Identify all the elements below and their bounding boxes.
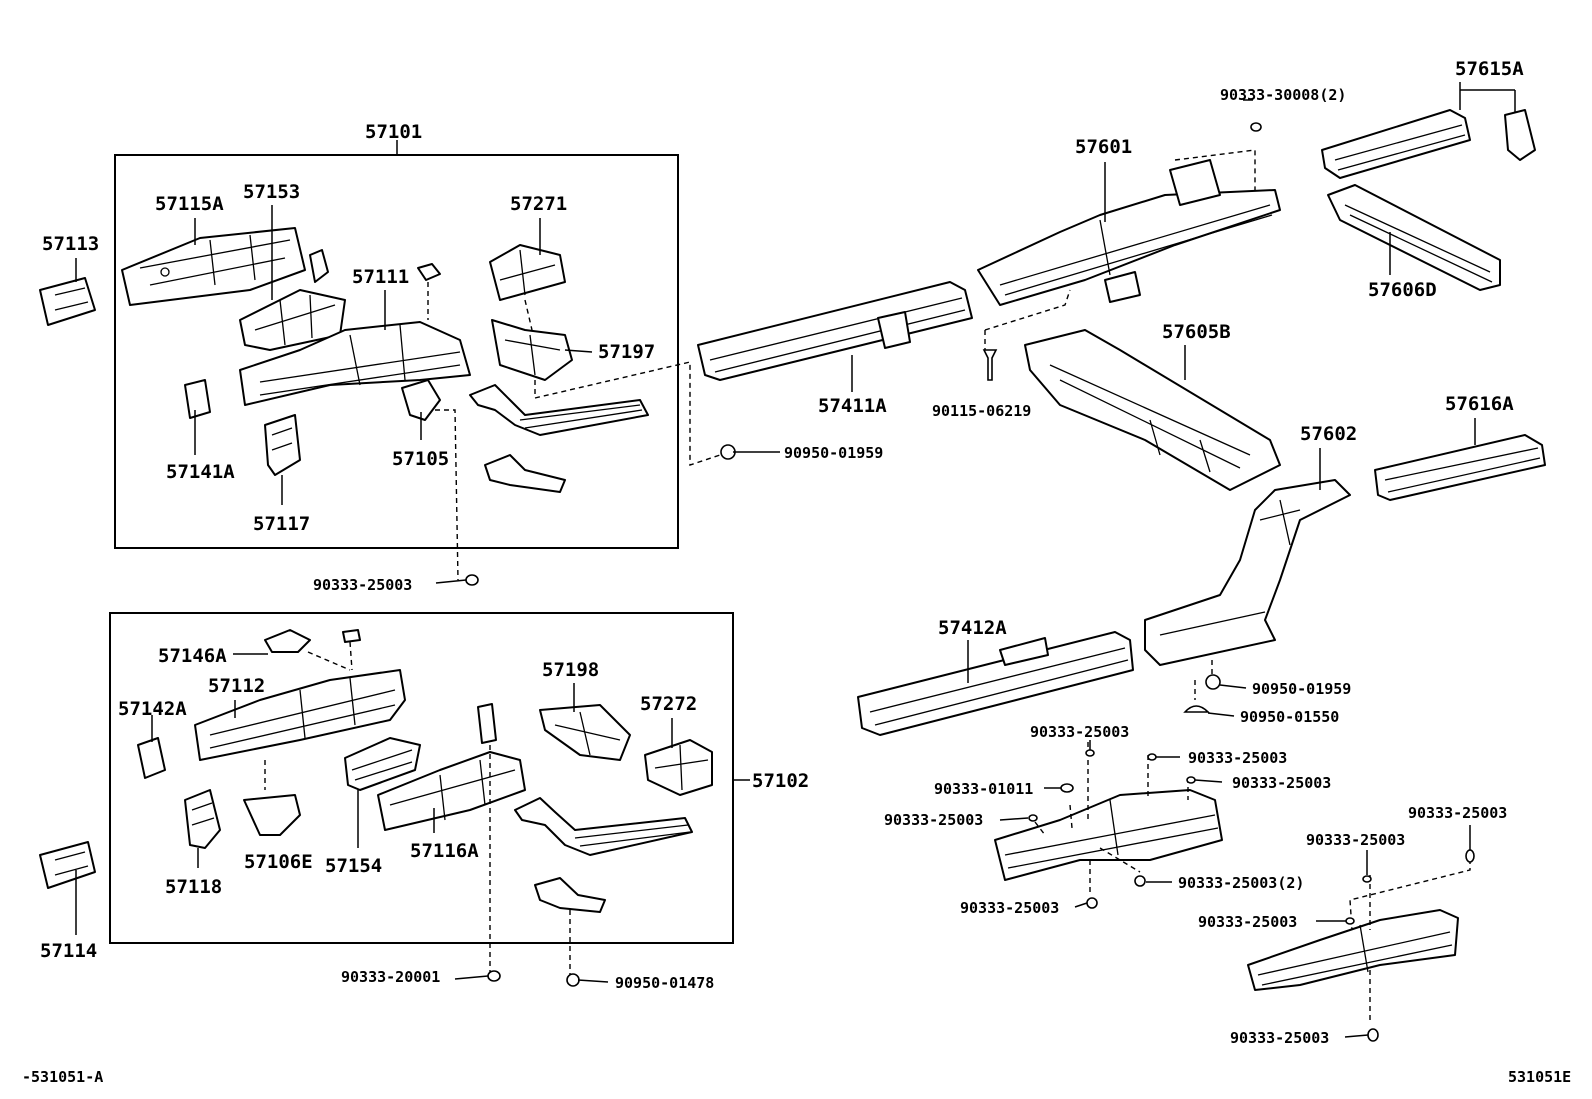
fastener-label-90333-01011: 90333-01011 (934, 780, 1033, 798)
part-57616A-drawing (1374, 434, 1546, 501)
part-label-57106E: 57106E (244, 851, 313, 873)
part-57105-drawing (401, 379, 441, 421)
part-57197-drawing (491, 319, 573, 381)
part-57615A-drawing (1321, 109, 1536, 179)
part-57118-drawing (184, 789, 221, 849)
part-label-57615A: 57615A (1455, 58, 1524, 80)
fastener-label-90333-20001: 90333-20001 (341, 968, 440, 986)
part-57116A-drawing (377, 703, 526, 831)
part-label-57113: 57113 (42, 233, 99, 255)
fastener-label-90333-25003-j: 90333-25003 (1230, 1029, 1329, 1047)
fastener-label-90333-25003-e: 90333-25003 (884, 811, 983, 829)
part-57146A-drawing (264, 629, 361, 653)
part-57106E-drawing (243, 794, 301, 836)
fastener-label-90950-01550: 90950-01550 (1240, 708, 1339, 726)
part-label-57616A: 57616A (1445, 393, 1514, 415)
fastener-label-90333-25003-g: 90333-25003 (1408, 804, 1507, 822)
part-57142A-drawing (137, 737, 166, 779)
part-label-57115A: 57115A (155, 193, 224, 215)
footer-code-left: -531051-A (22, 1068, 103, 1086)
assembly-label-57102: 57102 (752, 770, 809, 792)
part-57605B-drawing (1024, 329, 1281, 491)
assembly-frame-57102 (109, 612, 734, 944)
part-label-57606D: 57606D (1368, 279, 1437, 301)
part-rear-member-far (1247, 909, 1459, 991)
fastener-label-90333-25003-i: 90333-25003 (1198, 913, 1297, 931)
fastener-label-90950-01478: 90950-01478 (615, 974, 714, 992)
part-57606D-drawing (1327, 184, 1501, 291)
part-label-57116A: 57116A (410, 840, 479, 862)
fastener-label-90333-25003-a: 90333-25003 (313, 576, 412, 594)
footer-code-right: 531051E (1508, 1068, 1571, 1086)
part-label-57141A: 57141A (166, 461, 235, 483)
part-57154-drawing (344, 737, 421, 791)
part-label-57112: 57112 (208, 675, 265, 697)
part-label-57602: 57602 (1300, 423, 1357, 445)
part-57198-drawing (539, 704, 631, 761)
fastener-label-90333-25003-b: 90333-25003 (1030, 723, 1129, 741)
part-57272-drawing (644, 739, 713, 796)
part-label-57198: 57198 (542, 659, 599, 681)
part-57112-drawing (194, 669, 406, 761)
part-label-57146A: 57146A (158, 645, 227, 667)
fastener-label-90950-01959-a: 90950-01959 (784, 444, 883, 462)
part-floor-rail-right (514, 797, 693, 913)
part-label-57411A: 57411A (818, 395, 887, 417)
part-57141A-drawing (184, 379, 211, 419)
part-57601-drawing (977, 159, 1281, 306)
fastener-label-90333-25003-2: 90333-25003(2) (1178, 874, 1304, 892)
part-label-57142A: 57142A (118, 698, 187, 720)
part-label-57271: 57271 (510, 193, 567, 215)
fastener-label-90115-06219: 90115-06219 (932, 402, 1031, 420)
part-label-57412A: 57412A (938, 617, 1007, 639)
part-label-57105: 57105 (392, 448, 449, 470)
part-label-57153: 57153 (243, 181, 300, 203)
part-57411A-drawing (697, 281, 973, 381)
fastener-label-90333-30008: 90333-30008(2) (1220, 86, 1346, 104)
part-floor-rail-left (469, 384, 649, 493)
part-label-57605B: 57605B (1162, 321, 1231, 343)
part-57271-drawing (489, 244, 566, 301)
fastener-symbols (465, 122, 1475, 1042)
part-label-57118: 57118 (165, 876, 222, 898)
part-57111-drawing (239, 263, 471, 406)
part-57117-drawing (264, 414, 301, 476)
fastener-label-90950-01959-b: 90950-01959 (1252, 680, 1351, 698)
part-57412A-drawing (857, 631, 1134, 736)
part-bracket-small-a (309, 249, 329, 283)
part-label-57272: 57272 (640, 693, 697, 715)
fastener-label-90333-25003-h: 90333-25003 (1306, 831, 1405, 849)
part-label-57197: 57197 (598, 341, 655, 363)
fastener-label-90333-25003-d: 90333-25003 (1232, 774, 1331, 792)
fastener-label-90333-25003-c: 90333-25003 (1188, 749, 1287, 767)
assembly-label-57101: 57101 (365, 121, 422, 143)
fastener-label-90333-25003-f: 90333-25003 (960, 899, 1059, 917)
part-label-57114: 57114 (40, 940, 97, 962)
part-57114-drawing (39, 841, 96, 889)
part-57115A-drawing (121, 227, 306, 306)
leader-lines (75, 82, 1516, 1038)
part-57602-drawing (1144, 479, 1351, 666)
part-label-57117: 57117 (253, 513, 310, 535)
part-rear-member-lower (994, 789, 1223, 881)
part-label-57601: 57601 (1075, 136, 1132, 158)
part-label-57154: 57154 (325, 855, 382, 877)
part-57113-drawing (39, 277, 96, 326)
part-label-57111: 57111 (352, 266, 409, 288)
